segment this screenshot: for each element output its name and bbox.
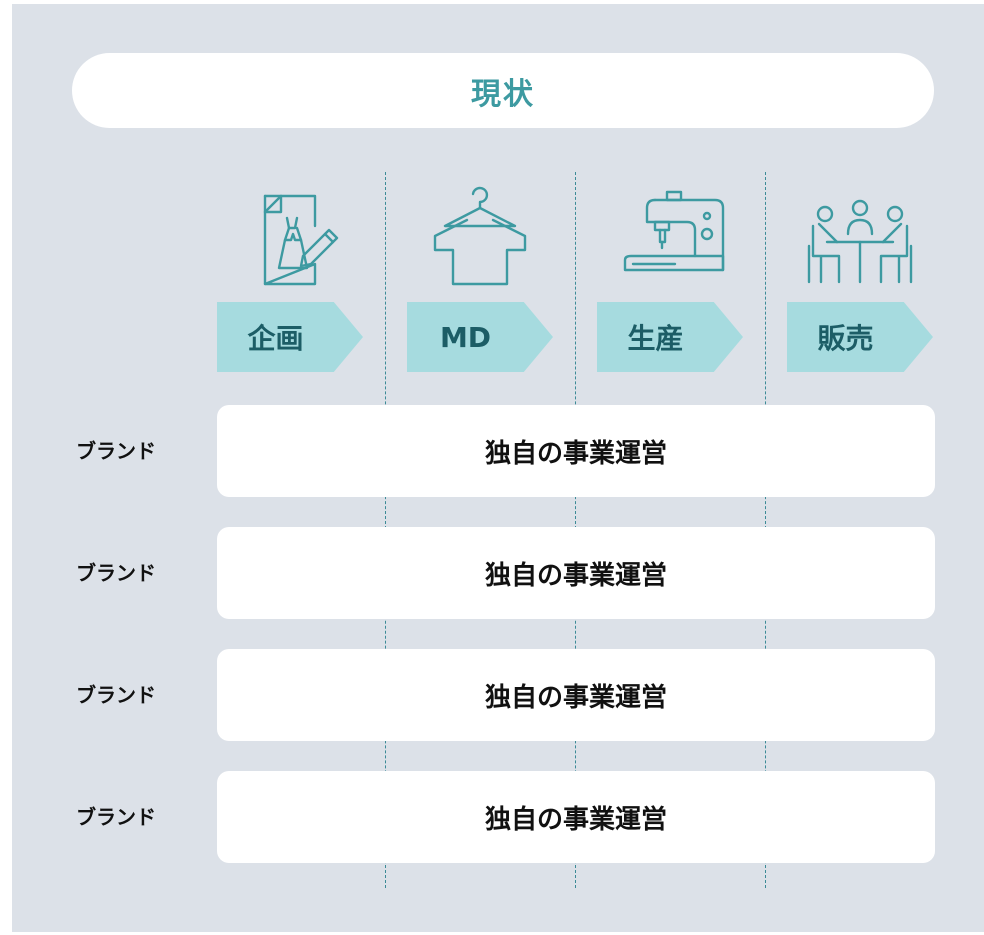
diagram-title: 現状	[471, 76, 535, 112]
brand-row: ブランド 独自の事業運営	[0, 527, 984, 619]
operation-box: 独自の事業運営	[217, 649, 935, 741]
operation-text: 独自の事業運営	[484, 682, 667, 713]
operation-text: 独自の事業運営	[484, 438, 667, 469]
stage-arrow: 企画	[217, 302, 363, 372]
brand-label: ブランド	[76, 805, 156, 829]
stage-arrow: MD	[407, 302, 553, 372]
brand-label: ブランド	[76, 439, 156, 463]
stage-arrow: 生産	[597, 302, 743, 372]
design-sketch-icon	[235, 176, 345, 286]
sewing-machine-icon	[615, 176, 725, 286]
operation-box: 独自の事業運営	[217, 527, 935, 619]
stage-label: 企画	[247, 322, 304, 355]
title-banner: 現状	[72, 53, 934, 128]
stage-label: 販売	[817, 322, 874, 355]
stage-arrow: 販売	[787, 302, 933, 372]
operation-text: 独自の事業運営	[484, 804, 667, 835]
operation-box: 独自の事業運営	[217, 771, 935, 863]
brand-label: ブランド	[76, 683, 156, 707]
shirt-on-hanger-icon	[425, 176, 535, 286]
meeting-table-icon	[805, 176, 915, 286]
stage-md: MD	[407, 176, 553, 372]
operation-box: 独自の事業運営	[217, 405, 935, 497]
brand-row: ブランド 独自の事業運営	[0, 771, 984, 863]
stage-label: 生産	[627, 322, 684, 355]
operation-text: 独自の事業運営	[484, 560, 667, 591]
stage-production: 生産	[597, 176, 743, 372]
stage-sales: 販売	[787, 176, 933, 372]
brand-row: ブランド 独自の事業運営	[0, 405, 984, 497]
stage-planning: 企画	[217, 176, 363, 372]
brand-row: ブランド 独自の事業運営	[0, 649, 984, 741]
brand-label: ブランド	[76, 561, 156, 585]
stage-label: MD	[439, 320, 492, 354]
